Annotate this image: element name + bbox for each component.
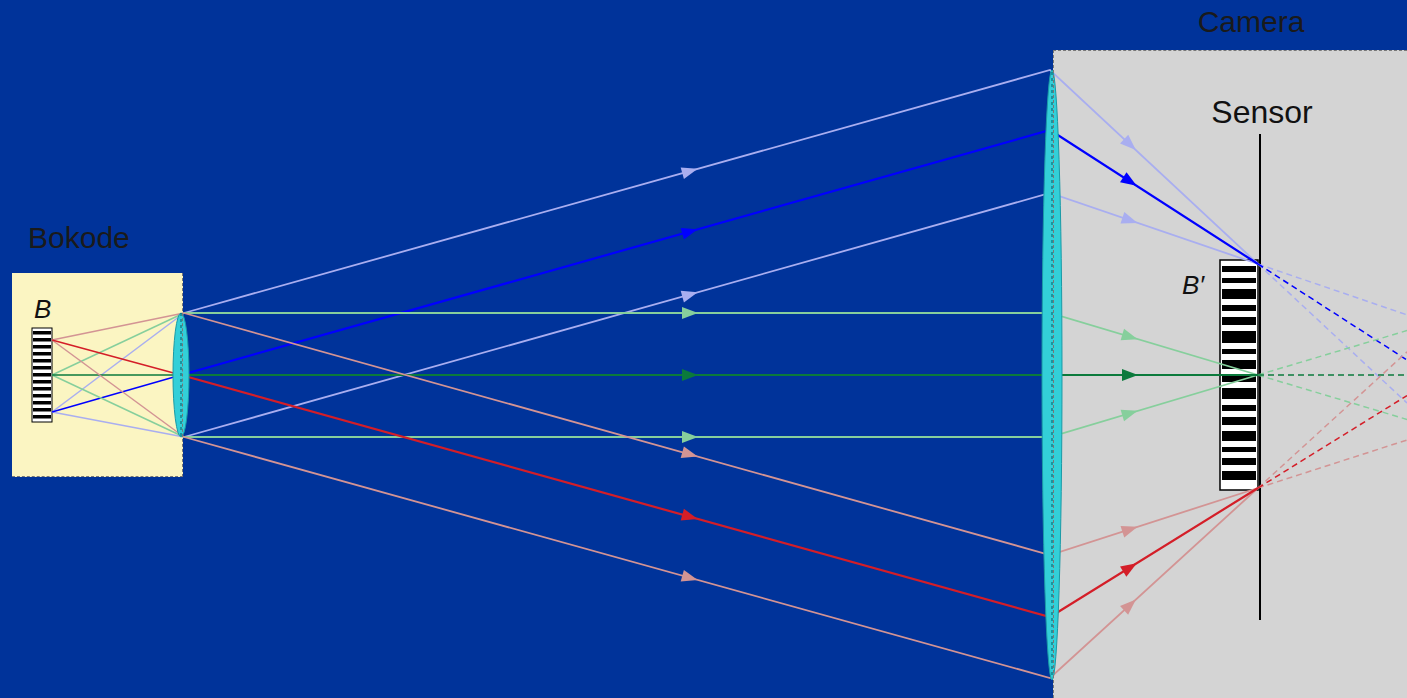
ray-segment [184,437,1258,678]
ray-arrowhead [682,369,698,381]
barcode-b [32,328,52,422]
node-heading: Bokode [28,221,130,255]
ray-arrowhead [681,291,698,303]
ray-arrowhead [681,167,698,179]
ray-segment [52,313,184,340]
bokode-fill [12,273,183,477]
ray-arrowhead [682,307,698,319]
node-heading: Camera [1198,5,1305,39]
ray-arrowhead [682,431,698,443]
ray-arrowhead [681,570,698,582]
ray-segment [184,193,1258,437]
light-rays [52,70,1407,678]
ray-segment [181,374,1258,376]
part-label: Sensor [1211,94,1312,131]
ray-arrowhead [1121,526,1138,537]
camera-lens [1042,70,1062,680]
ray-segment [184,313,1258,375]
ray-segment [184,313,1258,555]
ray-arrowhead [1120,172,1137,186]
ray-segment [52,340,184,437]
barcode-label: B [34,294,51,325]
ray-arrowhead [1121,329,1138,341]
ray-segment [52,340,181,375]
virtual-ray [1258,374,1407,376]
ray-arrowhead [1120,563,1137,577]
virtual-ray [1258,375,1407,419]
virtual-ray [1258,396,1407,488]
ray-arrowhead [681,509,698,521]
barcode-label: B′ [1182,270,1204,301]
ray-segment [184,70,1258,313]
ray-arrowhead [1122,369,1138,381]
virtual-ray [1258,352,1407,488]
ray-segment [181,375,1258,617]
virtual-ray [1258,264,1407,360]
ray-arrowhead [681,446,698,458]
ray-segment [181,130,1258,375]
bokode-lens [173,313,189,437]
ray-arrowhead [681,228,698,240]
ray-segment [52,375,184,437]
ray-arrowhead [1120,600,1136,615]
virtual-ray [1258,331,1407,375]
ray-segment [52,412,184,437]
ray-arrowhead [1121,410,1138,422]
ray-segment [52,313,184,412]
virtual-ray [1258,440,1407,488]
virtual-ray [1258,264,1407,315]
ray-segment [52,375,181,412]
camera-housing: Camera [1053,50,1407,698]
ray-segment [184,375,1258,437]
ray-arrowhead [1120,135,1136,150]
ray-arrowhead [1120,212,1137,223]
sensor-line [1259,134,1261,620]
ray-segment [52,313,184,375]
ray-segment [52,374,181,376]
